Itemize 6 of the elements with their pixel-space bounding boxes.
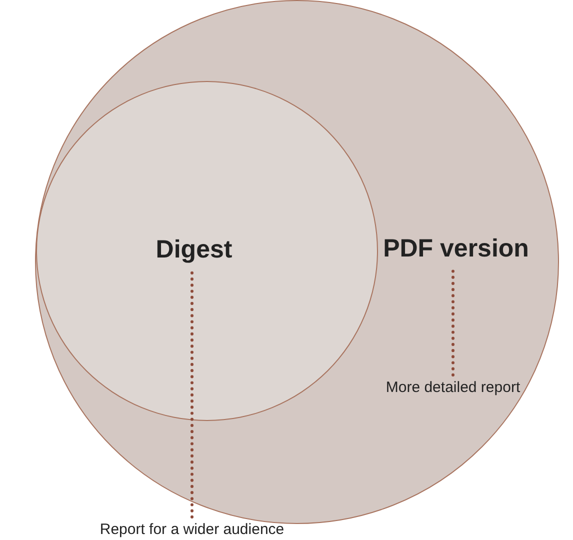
leader-line xyxy=(452,268,454,376)
caption: More detailed report xyxy=(386,379,520,396)
circle-heading: Digest xyxy=(156,236,232,264)
caption: Report for a wider audience xyxy=(100,521,284,538)
leader-line xyxy=(190,269,194,518)
circle-heading: PDF version xyxy=(383,234,529,264)
